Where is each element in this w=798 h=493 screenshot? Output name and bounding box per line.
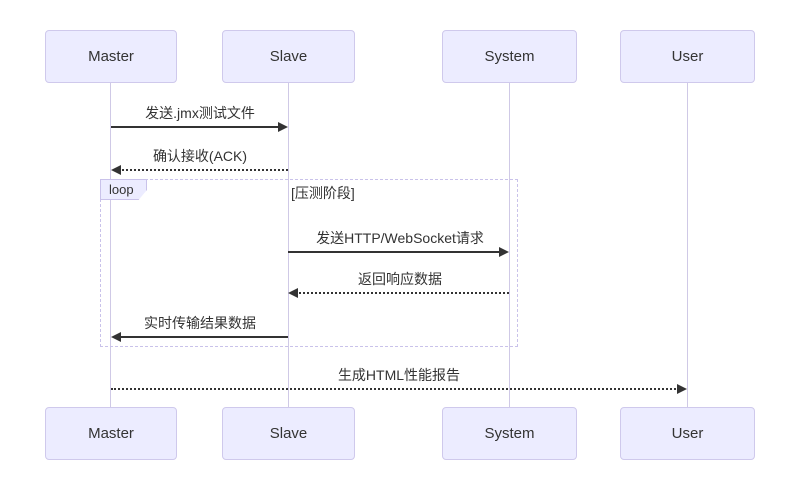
message-label: 返回响应数据: [358, 271, 442, 287]
actor-user-label: User: [671, 48, 704, 65]
message-line: [296, 292, 509, 294]
loop-guard-text: [压测阶段]: [291, 185, 355, 201]
actor-slave-label: Slave: [269, 48, 308, 65]
message-label: 发送HTTP/WebSocket请求: [316, 230, 484, 246]
actor-slave-bottom: Slave: [222, 407, 355, 460]
actor-system-label: System: [484, 48, 535, 65]
arrowhead-right-icon: [677, 384, 687, 394]
arrowhead-left-icon: [111, 165, 121, 175]
message-label: 实时传输结果数据: [144, 315, 256, 331]
actor-system-top: System: [442, 30, 577, 83]
lifeline-slave: [288, 83, 289, 407]
arrowhead-left-icon: [111, 332, 121, 342]
arrowhead-right-icon: [499, 247, 509, 257]
message-label: 确认接收(ACK): [152, 148, 248, 164]
message-line: [111, 388, 679, 390]
message-label: 发送.jmx测试文件: [145, 105, 255, 121]
actor-master-bottom: Master: [45, 407, 177, 460]
message-line: [288, 251, 501, 253]
message-line: [111, 126, 280, 128]
message-line: [119, 169, 288, 171]
loop-fragment-box: [100, 179, 518, 347]
actor-master-label: Master: [88, 425, 134, 442]
actor-system-label: System: [484, 425, 535, 442]
actor-slave-top: Slave: [222, 30, 355, 83]
lifeline-master: [110, 83, 111, 407]
actor-master-label: Master: [88, 48, 134, 65]
loop-fragment-label: loop: [100, 179, 147, 200]
actor-user-label: User: [671, 425, 704, 442]
arrowhead-left-icon: [288, 288, 298, 298]
message-line: [119, 336, 288, 338]
message-label: 生成HTML性能报告: [337, 367, 461, 383]
actor-user-top: User: [620, 30, 755, 83]
actor-user-bottom: User: [620, 407, 755, 460]
lifeline-system: [509, 83, 510, 407]
lifeline-user: [687, 83, 688, 407]
actor-system-bottom: System: [442, 407, 577, 460]
actor-master-top: Master: [45, 30, 177, 83]
actor-slave-label: Slave: [269, 425, 308, 442]
arrowhead-right-icon: [278, 122, 288, 132]
